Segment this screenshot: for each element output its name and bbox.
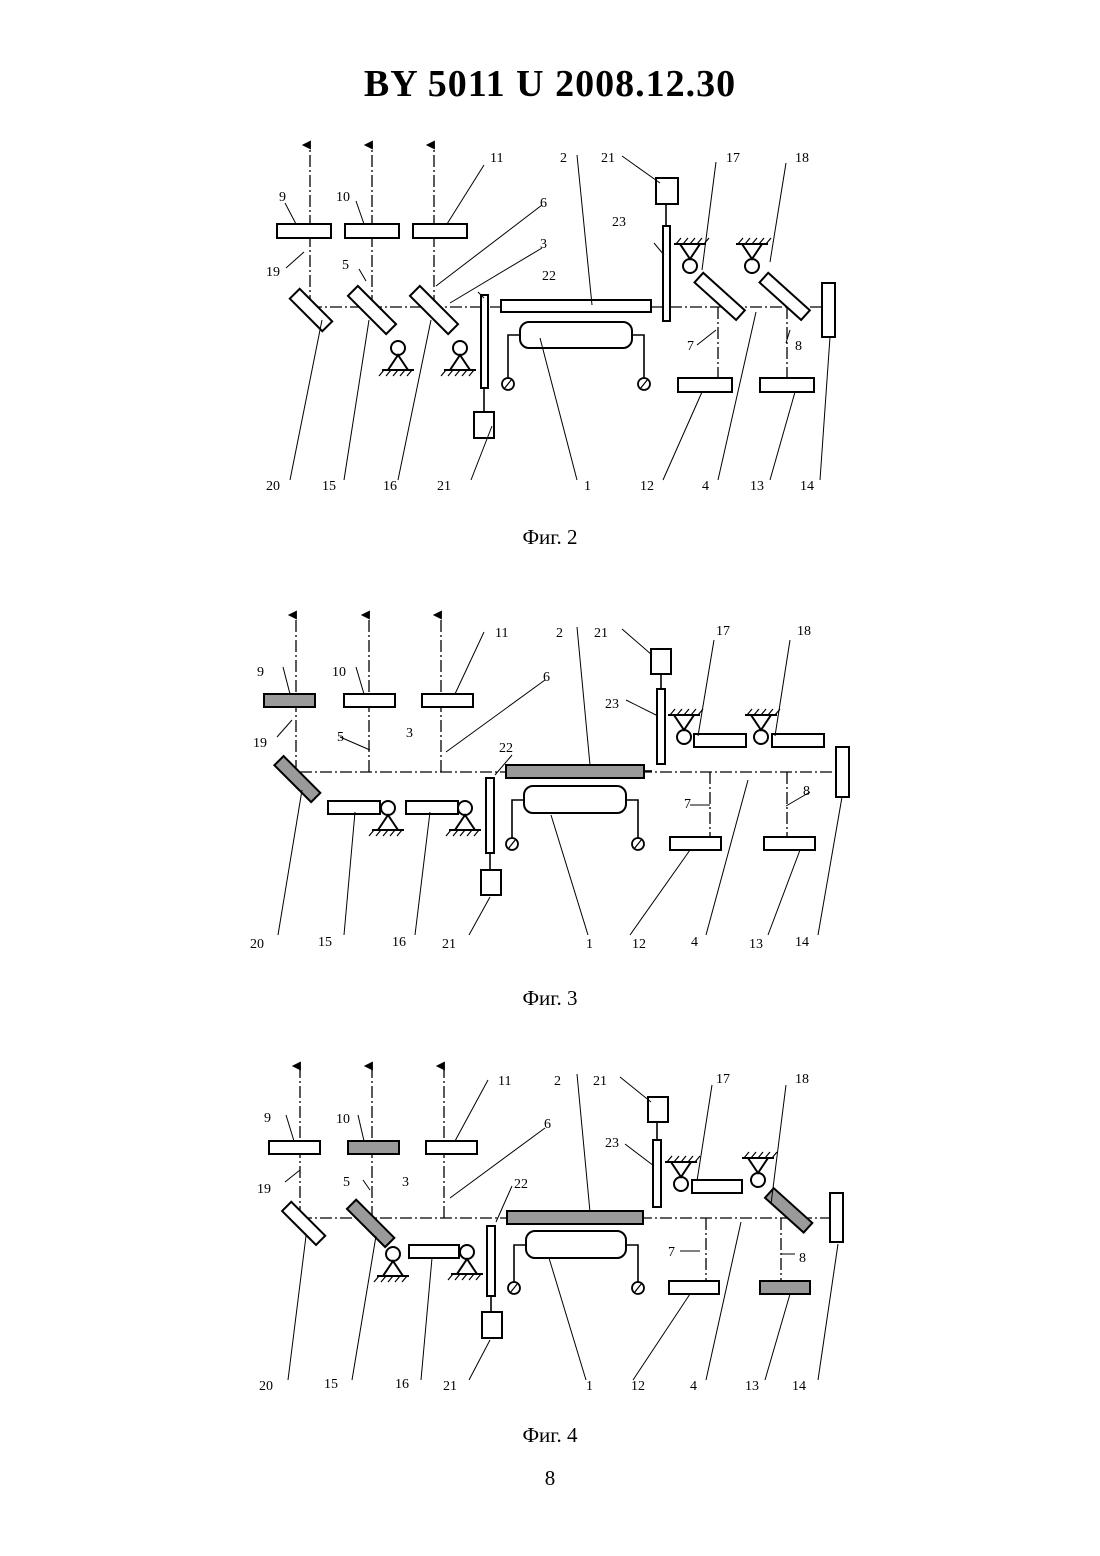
figure-3-schematic: 11 2 21 17 18 9 10 6 23 22 19 5 3 7 8 20… — [0, 605, 1100, 955]
label-16: 16 — [395, 1377, 409, 1392]
label-5: 5 — [343, 1175, 350, 1190]
label-20: 20 — [259, 1379, 273, 1394]
label-21-top: 21 — [594, 626, 608, 641]
document-header: BY 5011 U 2008.12.30 — [0, 62, 1100, 106]
label-17: 17 — [716, 624, 730, 639]
label-21-bottom: 21 — [437, 479, 451, 494]
label-13: 13 — [745, 1379, 759, 1394]
label-6: 6 — [540, 196, 547, 211]
figure-3-caption: Фиг. 3 — [0, 986, 1100, 1011]
label-12: 12 — [631, 1379, 645, 1394]
label-4: 4 — [702, 479, 709, 494]
figure-3: 11 2 21 17 18 9 10 6 23 22 19 5 3 7 8 20… — [0, 605, 1100, 955]
label-2: 2 — [554, 1074, 561, 1089]
label-4: 4 — [691, 935, 698, 950]
label-10: 10 — [336, 1112, 350, 1127]
label-7: 7 — [687, 339, 694, 354]
figure-2: 9 10 11 2 21 17 18 6 3 23 22 19 5 7 8 20… — [0, 130, 1100, 510]
label-4: 4 — [690, 1379, 697, 1394]
label-8: 8 — [799, 1251, 806, 1266]
label-23: 23 — [605, 697, 619, 712]
label-10: 10 — [332, 665, 346, 680]
figure-2-caption: Фиг. 2 — [0, 525, 1100, 550]
label-1: 1 — [584, 479, 591, 494]
figure-4: 11 2 21 17 18 9 10 6 23 22 19 5 3 7 8 20… — [0, 1058, 1100, 1398]
label-9: 9 — [264, 1111, 271, 1126]
label-21-bottom: 21 — [442, 937, 456, 952]
label-14: 14 — [792, 1379, 806, 1394]
label-22: 22 — [514, 1177, 528, 1192]
figure-4-caption: Фиг. 4 — [0, 1423, 1100, 1448]
label-13: 13 — [750, 479, 764, 494]
label-18: 18 — [795, 1072, 809, 1087]
label-8: 8 — [795, 339, 802, 354]
label-14: 14 — [795, 935, 809, 950]
label-19: 19 — [257, 1182, 271, 1197]
label-20: 20 — [266, 479, 280, 494]
figure-4-schematic: 11 2 21 17 18 9 10 6 23 22 19 5 3 7 8 20… — [0, 1058, 1100, 1398]
label-23: 23 — [605, 1136, 619, 1151]
label-8: 8 — [803, 784, 810, 799]
label-3: 3 — [402, 1175, 409, 1190]
label-5: 5 — [342, 258, 349, 273]
label-6: 6 — [544, 1117, 551, 1132]
label-2: 2 — [560, 151, 567, 166]
label-19: 19 — [253, 736, 267, 751]
label-11: 11 — [498, 1074, 511, 1089]
label-23: 23 — [612, 215, 626, 230]
label-15: 15 — [324, 1377, 338, 1392]
label-9: 9 — [279, 190, 286, 205]
label-15: 15 — [318, 935, 332, 950]
label-1: 1 — [586, 1379, 593, 1394]
label-22: 22 — [499, 741, 513, 756]
label-18: 18 — [795, 151, 809, 166]
label-20: 20 — [250, 937, 264, 952]
label-18: 18 — [797, 624, 811, 639]
label-21-bottom: 21 — [443, 1379, 457, 1394]
label-14: 14 — [800, 479, 814, 494]
label-13: 13 — [749, 937, 763, 952]
label-17: 17 — [726, 151, 740, 166]
label-11: 11 — [495, 626, 508, 641]
label-11: 11 — [490, 151, 503, 166]
label-12: 12 — [632, 937, 646, 952]
label-15: 15 — [322, 479, 336, 494]
label-16: 16 — [383, 479, 397, 494]
label-21-top: 21 — [593, 1074, 607, 1089]
label-17: 17 — [716, 1072, 730, 1087]
label-22: 22 — [542, 269, 556, 284]
label-21-top: 21 — [601, 151, 615, 166]
label-16: 16 — [392, 935, 406, 950]
label-12: 12 — [640, 479, 654, 494]
label-3: 3 — [540, 237, 547, 252]
figure-2-schematic: 9 10 11 2 21 17 18 6 3 23 22 19 5 7 8 20… — [0, 130, 1100, 510]
label-6: 6 — [543, 670, 550, 685]
label-9: 9 — [257, 665, 264, 680]
label-3: 3 — [406, 726, 413, 741]
label-19: 19 — [266, 265, 280, 280]
label-2: 2 — [556, 626, 563, 641]
label-10: 10 — [336, 190, 350, 205]
label-1: 1 — [586, 937, 593, 952]
label-7: 7 — [668, 1245, 675, 1260]
label-5: 5 — [337, 730, 344, 745]
page-number: 8 — [0, 1466, 1100, 1491]
label-7: 7 — [684, 797, 691, 812]
